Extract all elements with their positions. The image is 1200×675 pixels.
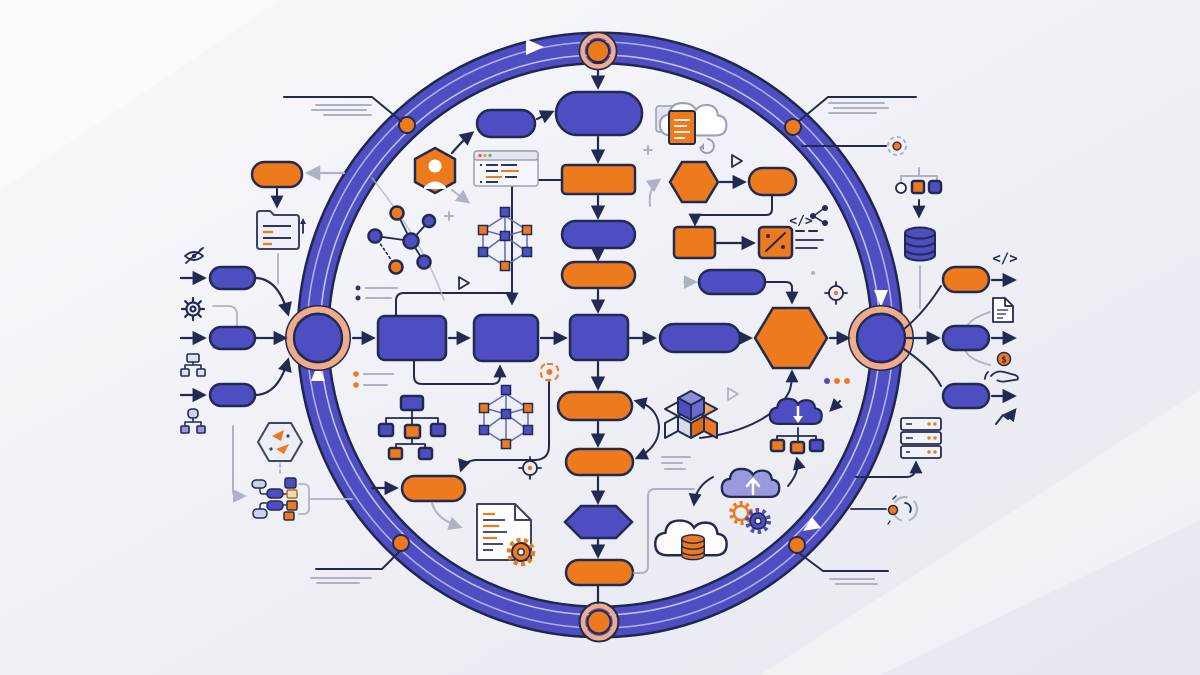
flow-pill [560,260,637,290]
document-icon [992,297,1014,323]
user-hexagon-icon [413,146,457,195]
play-icon [731,154,743,168]
svg-text:$: $ [1001,356,1006,366]
ring-dot-bottom-right [788,536,806,554]
decision-hexagon [753,306,829,370]
arrow-sw-icon [829,398,843,412]
loop-icon [887,495,918,525]
loop-connector [633,397,660,460]
plus-icon [444,211,454,221]
input-pill [250,160,304,189]
play-icon [727,387,739,401]
gray-connector [633,488,695,574]
left-branch [179,160,353,521]
percent-icon [757,225,794,260]
ring-arrow-left [311,363,325,381]
input-pill [208,325,257,351]
ring-arrow-top [526,39,544,55]
mapping-cluster-icon [251,477,298,521]
cloud-download-icon [768,397,825,455]
cubes-icon [664,390,718,439]
hierarchy-select-icon [895,167,943,219]
eye-icon [184,247,204,264]
server-stack-icon [900,417,942,459]
browser-window-icon [473,150,539,187]
right-branch: </> $ [801,136,1019,525]
bottom-left-cluster [370,384,542,567]
ring-arrow-bottom-right [803,517,821,531]
ring-arrow-right [874,290,888,307]
play-icon [458,276,470,290]
ring-node-bottom [578,601,620,643]
branch-hexagon [668,160,720,204]
org-tree-icon [180,353,206,377]
badge-connector [458,381,550,473]
dots-row-icon [824,378,850,384]
hierarchy-icon [180,408,206,434]
flow-pill [658,322,742,354]
flow-square [472,313,540,363]
background-streak [760,390,1200,675]
flow-hexagon [563,504,634,540]
shuffle-hexagon-icon [256,422,304,462]
flow-square [376,314,448,362]
cloud-database-icon [654,519,728,561]
gears-icon [729,501,771,534]
flow-pill [560,219,637,250]
hand-coin-icon: $ [984,351,1019,383]
ring-dot-bottom-left [392,534,410,552]
ring-node-right [848,305,914,371]
text-lines [661,456,691,470]
ring-dot-top-left [398,116,416,134]
ring-dots [392,116,806,554]
ring-dot-top-right [784,118,802,136]
flow-pill [564,558,635,587]
bottom-right-cluster [633,387,825,574]
output-pill [941,265,991,294]
ring-node-top [578,31,618,71]
top-left-cluster [353,108,555,388]
input-pill [208,265,257,291]
background-streak [0,0,280,190]
code-icon: </> [789,214,813,229]
ring-callouts [283,96,917,585]
ring-node-left [285,305,351,371]
bullet-list-icon [355,285,398,301]
output-pill [941,324,991,352]
branch-pill [697,268,767,296]
trend-arrow-icon [995,407,1017,425]
document-gear-icon [476,503,536,567]
middle-row [351,179,851,385]
loop-dot-icon [887,136,907,156]
loop-connector [413,359,507,385]
network-graph-icon [367,205,437,275]
record-badge-icon [540,363,559,381]
cloud-upload-icon [720,467,781,498]
bullet-list-icon [353,371,394,388]
flow-pill [564,447,635,477]
flow-pill [400,474,467,503]
folder-icon [256,210,306,250]
cloud-sync-document-icon [655,102,728,154]
branch-pill [747,166,798,197]
flow-square-center [568,313,630,362]
central-flow [458,69,660,605]
plus-icon [643,145,653,155]
input-pill [208,382,257,408]
branch-square [672,225,717,260]
output-pill [941,382,991,410]
flow-pill-small [475,108,537,139]
code-icon: </> [992,251,1017,267]
flow-pill [554,90,644,137]
database-icon [904,226,936,262]
flow-pill [556,390,634,422]
flow-rect [560,163,637,196]
org-tree-icon [377,394,447,461]
share-icon [810,205,828,226]
top-right-branch: </> [643,102,850,439]
